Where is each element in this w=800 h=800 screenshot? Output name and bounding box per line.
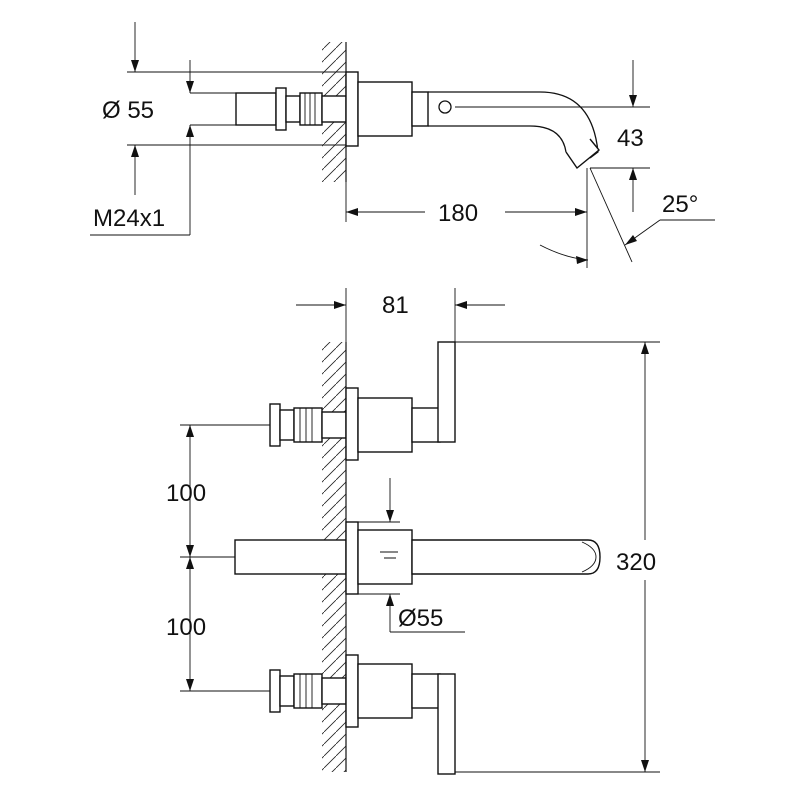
dim-diameter-thread — [90, 22, 346, 236]
diameter-label-top: Ø 55 — [102, 97, 154, 124]
thread-label: M24x1 — [93, 205, 165, 232]
spout-angle-label: 25° — [662, 191, 698, 218]
dim-spout-angle — [539, 167, 715, 264]
spout-top — [428, 91, 600, 170]
handle-spacing-lower-label: 100 — [166, 614, 206, 641]
dim-overall-height — [455, 341, 660, 773]
dim-spout-projection — [345, 168, 588, 268]
front-view: 81 — [166, 288, 660, 775]
spout-projection-label: 180 — [438, 200, 478, 227]
rosette-diameter-label: Ø55 — [398, 605, 443, 632]
valve-body-top — [235, 71, 429, 147]
dim-handle-spacing — [180, 424, 270, 692]
dim-rosette-diameter — [358, 478, 465, 633]
top-view: Ø 55 M24x1 180 43 — [90, 22, 715, 268]
wall-offset-label: 81 — [382, 292, 409, 319]
dim-spout-height — [455, 60, 650, 212]
lower-valve-handle — [269, 654, 456, 775]
overall-height-label: 320 — [616, 549, 656, 576]
spout-front — [234, 521, 601, 595]
upper-valve-handle — [269, 341, 456, 461]
handle-spacing-upper-label: 100 — [166, 480, 206, 507]
spout-height-label: 43 — [617, 125, 644, 152]
dim-wall-offset — [296, 288, 505, 342]
